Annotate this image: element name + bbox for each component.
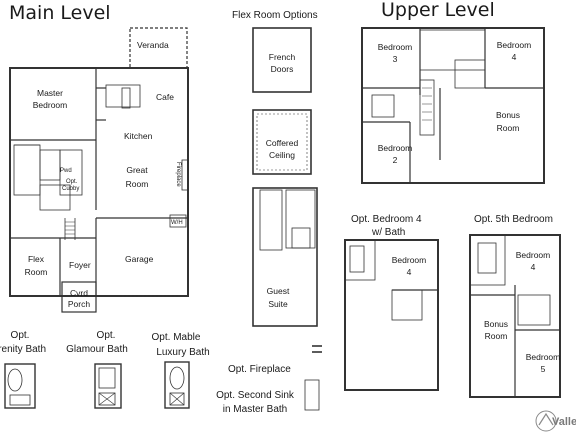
- coffered-ceiling-option-outline: [252, 109, 312, 175]
- cafe-label: Cafe: [156, 92, 174, 102]
- french-doors-label: French: [269, 52, 296, 62]
- covered-porch-outline: [61, 281, 97, 313]
- valley-logo-icon: [535, 410, 557, 432]
- glamour-bath-label-line2: Glamour Bath: [66, 344, 128, 355]
- bedroom2-label-line2: 2: [393, 155, 398, 165]
- covered-porch-label: Cvrd: [70, 288, 88, 298]
- second-sink-label: Opt. Second Sink: [216, 390, 295, 401]
- bonus-room-label-line2: Room: [497, 123, 520, 133]
- fireplace-label: Fireplace: [175, 162, 181, 187]
- flex-room-label: Flex: [28, 254, 45, 264]
- french-doors-label-line2: Doors: [271, 64, 294, 74]
- bedroom2-label: Bedroom: [378, 143, 413, 153]
- master-bedroom-label-line2: Bedroom: [33, 100, 68, 110]
- kitchen-label: Kitchen: [124, 131, 153, 141]
- upper-level-outline: [361, 27, 545, 184]
- opt-5th-bedroom-heading: Opt. 5th Bedroom: [474, 214, 553, 225]
- french-doors-option-outline: [252, 27, 312, 93]
- veranda-label: Veranda: [137, 40, 169, 50]
- opt5-bedroom5-label-line2: 5: [541, 364, 546, 374]
- bedroom3-label-line2: 3: [393, 54, 398, 64]
- opt5-bedroom5-label: Bedroom: [526, 352, 561, 362]
- guest-suite-label-line2: Suite: [268, 299, 288, 309]
- opt-cubby-label: Opt.: [66, 179, 78, 185]
- bedroom4-label-line2: 4: [512, 52, 517, 62]
- main-level-heading: Main Level: [9, 2, 111, 24]
- opt-fireplace-label: Opt. Fireplace: [228, 364, 291, 375]
- opt-bedroom4-room-label-line2: 4: [407, 267, 412, 277]
- bonus-room-label: Bonus: [496, 110, 520, 120]
- glamour-bath-label: Opt.: [97, 330, 116, 341]
- opt5-bedroom4-label: Bedroom: [516, 250, 551, 260]
- bedroom4-label: Bedroom: [497, 40, 532, 50]
- opt-cubby-label-line2: Cubby: [62, 186, 79, 192]
- flex-room-options-heading: Flex Room Options: [232, 10, 318, 21]
- serenity-bath-label-line2: Serenity Bath: [0, 344, 46, 355]
- garage-label: Garage: [125, 254, 154, 264]
- bedroom3-label: Bedroom: [378, 42, 413, 52]
- great-room-label: Great: [126, 165, 148, 175]
- water-heater-label: W/H: [171, 220, 183, 226]
- serenity-bath-outline: [4, 363, 36, 409]
- foyer-label: Foyer: [69, 260, 91, 270]
- guest-suite-label: Guest: [267, 286, 290, 296]
- upper-level-heading: Upper Level: [381, 0, 495, 21]
- glamour-bath-outline: [94, 363, 122, 409]
- opt-bedroom4-room-label: Bedroom: [392, 255, 427, 265]
- opt-bedroom4-heading: Opt. Bedroom 4: [351, 214, 422, 225]
- covered-porch-label-line2: Porch: [68, 299, 90, 309]
- coffered-ceiling-label: Coffered: [266, 138, 299, 148]
- second-sink-label-line2: in Master Bath: [223, 404, 287, 415]
- valley-logo-text: Valley: [552, 416, 576, 428]
- opt5-bedroom4-label-line2: 4: [531, 262, 536, 272]
- opt-bedroom4-heading-line2: w/ Bath: [371, 227, 405, 238]
- coffered-ceiling-label-line2: Ceiling: [269, 150, 295, 160]
- mable-bath-outline: [164, 361, 190, 409]
- opt5-bonus-room-label-line2: Room: [485, 331, 508, 341]
- guest-suite-option-outline: [252, 187, 318, 327]
- flex-room-label-line2: Room: [25, 267, 48, 277]
- opt5-bonus-room-label: Bonus: [484, 319, 508, 329]
- great-room-label-line2: Room: [126, 179, 149, 189]
- mable-bath-label-line2: Luxury Bath: [156, 347, 209, 358]
- opt-bedroom4-outline: [344, 239, 439, 391]
- serenity-bath-label: Opt.: [11, 330, 30, 341]
- mable-bath-label: Opt. Mable: [152, 332, 201, 343]
- master-bedroom-label: Master: [37, 88, 63, 98]
- pwd-label: Pwd: [60, 168, 72, 174]
